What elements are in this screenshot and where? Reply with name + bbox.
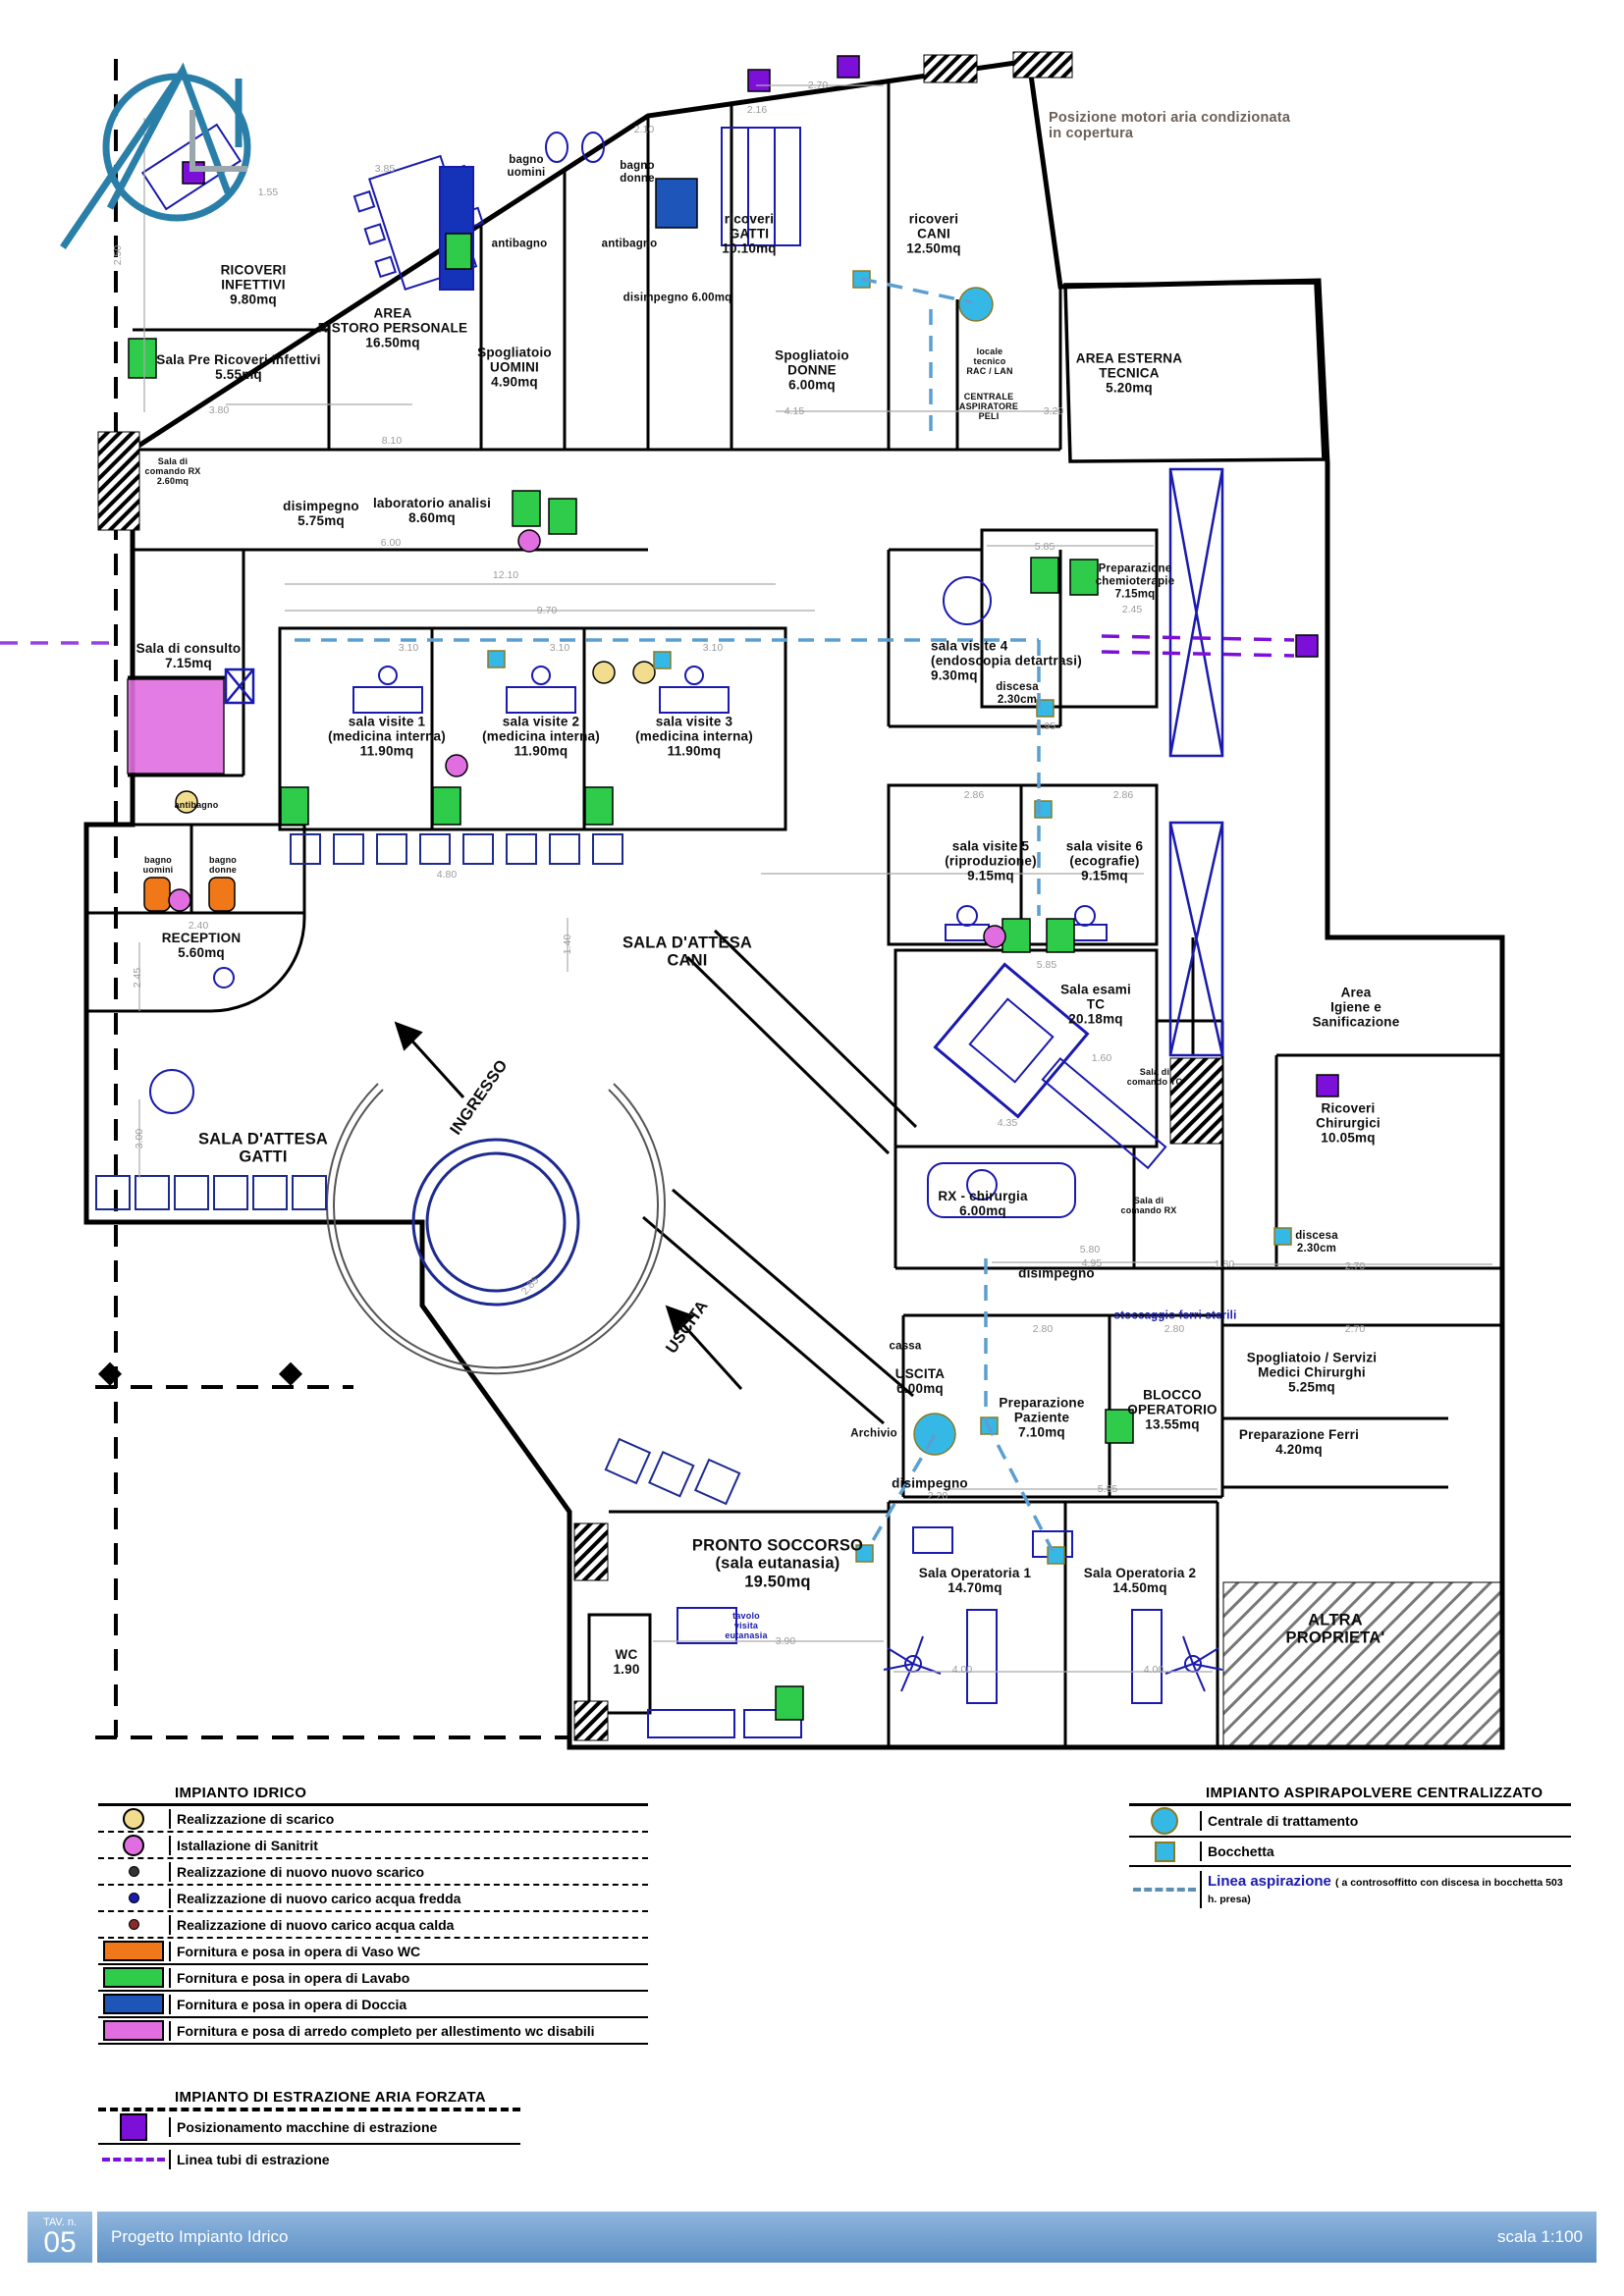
legend-row: Fornitura e posa in opera di Lavabo [98, 1965, 648, 1992]
fixtures [127, 55, 1339, 1721]
lavabo-swatch [103, 1967, 164, 1988]
property-boundary-lines [95, 59, 569, 1739]
dimension-lines [138, 84, 1492, 1673]
linea-aspirazione-label: Linea aspirazione [1208, 1873, 1331, 1890]
legend-row: Centrale di trattamento [1129, 1806, 1571, 1838]
legend-row: Fornitura e posa in opera di Doccia [98, 1992, 648, 2018]
bocchetta-swatch [1154, 1841, 1175, 1862]
legend-row: Bocchetta [1129, 1838, 1571, 1867]
legend-row-label: Realizzazione di nuovo carico acqua fred… [169, 1888, 648, 1908]
sheet-number-box: TAV. n. 05 [27, 2212, 92, 2263]
doccia-swatch [103, 1994, 164, 2014]
legend-row-label: Fornitura e posa in opera di Doccia [169, 1994, 648, 2014]
seating [95, 833, 741, 1506]
legend-estrazione: IMPIANTO DI ESTRAZIONE ARIA FORZATA Posi… [98, 2089, 520, 2174]
legend-row: Linea tubi di estrazione [98, 2145, 520, 2174]
title-block: TAV. n. 05 Progetto Impianto Idrico scal… [27, 2212, 1597, 2263]
legend-row-label: Posizionamento macchine di estrazione [169, 2117, 520, 2137]
outer-walls [83, 58, 1505, 1750]
scarico-fixtures [175, 661, 656, 814]
sanitrit-swatch [123, 1834, 144, 1856]
legend-row-label: Fornitura e posa in opera di Vaso WC [169, 1941, 648, 1961]
legend-row: Fornitura e posa di arredo completo per … [98, 2018, 648, 2045]
legend-row-label: Istallazione di Sanitrit [169, 1835, 648, 1855]
legend-estrazione-title: IMPIANTO DI ESTRAZIONE ARIA FORZATA [175, 2089, 486, 2106]
legend-row: Linea aspirazione ( a controsoffitto con… [1129, 1867, 1571, 1912]
rotunda-reception-desk [411, 1138, 580, 1307]
linea-aspirazione-note: ( a controsoffitto con discesa in bocche… [1208, 1877, 1563, 1905]
legend-row-label: Fornitura e posa in opera di Lavabo [169, 1967, 648, 1988]
interior-walls [86, 81, 1502, 1747]
boundary-diamond-markers [97, 1362, 303, 1386]
wall-hatching [97, 51, 1501, 1746]
vaso-wc-fixtures [143, 877, 236, 912]
service-shafts [224, 467, 1224, 1057]
wc-disabili-swatch [103, 2020, 164, 2041]
legend-row-label: Fornitura e posa di arredo completo per … [169, 2020, 648, 2041]
footer-bar: Progetto Impianto Idrico scala 1:100 [97, 2212, 1597, 2263]
legend-row-label: Realizzazione di nuovo carico acqua cald… [169, 1914, 648, 1935]
legend-row: Realizzazione di scarico [98, 1806, 648, 1833]
extraction-lines [0, 634, 1295, 658]
legend-row-label: Realizzazione di scarico [169, 1808, 648, 1829]
legend-aspirapolvere-title: IMPIANTO ASPIRAPOLVERE CENTRALIZZATO [1206, 1785, 1543, 1801]
legend-row: Realizzazione di nuovo carico acqua cald… [98, 1912, 648, 1939]
linea-aspirazione-swatch [1133, 1888, 1196, 1892]
acqua-fredda-swatch [128, 1893, 139, 1903]
studio-logo [60, 62, 251, 249]
legend-row: Istallazione di Sanitrit [98, 1833, 648, 1859]
legend-row: Realizzazione di nuovo nuovo scarico [98, 1859, 648, 1886]
aspiration-lines [295, 277, 1055, 1552]
legend-row-label: Realizzazione di nuovo nuovo scarico [169, 1861, 648, 1882]
vaso-wc-swatch [103, 1941, 164, 1961]
sanitrit-fixtures [168, 529, 1006, 948]
legend-row-label: Linea aspirazione ( a controsoffitto con… [1200, 1871, 1571, 1908]
legend-impianto-idrico: IMPIANTO IDRICO Realizzazione di scarico… [98, 1785, 648, 2045]
sheet-scale: scala 1:100 [1497, 2227, 1583, 2246]
legend-row-label: Bocchetta [1200, 1842, 1571, 1861]
ingresso-arrow [394, 1021, 465, 1099]
estrazione-machines [182, 55, 1339, 1097]
legend-idrico-title: IMPIANTO IDRICO [175, 1785, 307, 1801]
legend-aspirapolvere: IMPIANTO ASPIRAPOLVERE CENTRALIZZATO Cen… [1129, 1785, 1571, 1912]
centrale-trattamento-swatch [1151, 1807, 1178, 1835]
tav-label: TAV. n. [42, 2216, 78, 2228]
legend-row: Realizzazione di nuovo carico acqua fred… [98, 1886, 648, 1912]
uscita-arrow [665, 1305, 743, 1391]
nuovo-scarico-swatch [128, 1866, 139, 1877]
acqua-calda-swatch [128, 1919, 139, 1930]
sheet-title: Progetto Impianto Idrico [111, 2227, 289, 2246]
rotunda-glass-wall [326, 1083, 666, 1375]
lavabo-fixtures [128, 233, 1134, 1721]
legend-row: Posizionamento macchine di estrazione [98, 2111, 520, 2145]
macchine-estrazione-swatch [120, 2113, 147, 2141]
scarico-swatch [123, 1807, 144, 1830]
tav-number: 05 [43, 2225, 77, 2259]
aspirapolvere-centrale [913, 287, 994, 1456]
legend-row-label: Centrale di trattamento [1200, 1811, 1571, 1831]
legend-row: Fornitura e posa in opera di Vaso WC [98, 1939, 648, 1965]
linea-tubi-swatch [102, 2158, 165, 2162]
legend-row-label: Linea tubi di estrazione [169, 2150, 520, 2169]
